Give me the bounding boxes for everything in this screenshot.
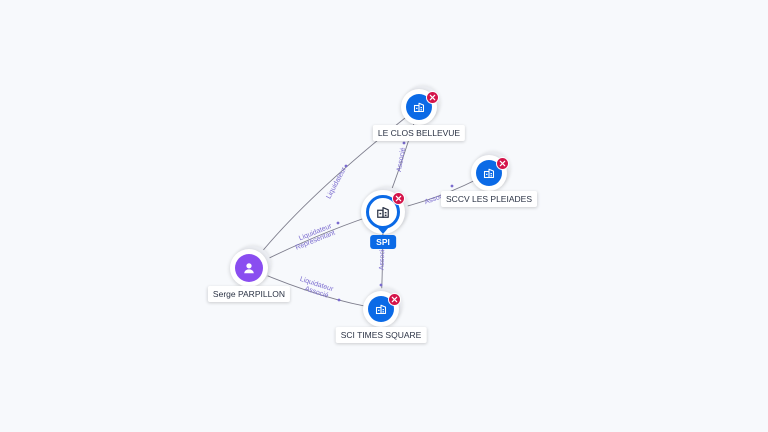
close-badge-icon [426, 91, 440, 104]
edge-arrow-marker [336, 221, 340, 225]
close-badge-icon [496, 157, 510, 170]
edge-arrow-marker [344, 164, 348, 168]
edge-label: Associé [396, 147, 407, 172]
edge-arrow-marker [402, 141, 406, 145]
node-label-spi[interactable]: SPI [370, 235, 396, 249]
edge-arrow-marker [379, 283, 383, 287]
node-label-serge-parpillon[interactable]: Serge PARPILLON [207, 286, 291, 302]
close-badge-icon [392, 192, 406, 205]
edge-arrow-marker [337, 298, 341, 302]
node-label-sccv-les-pleiades[interactable]: SCCV LES PLEIADES [441, 191, 537, 207]
person-icon [235, 254, 263, 282]
node-label-sci-times-square[interactable]: SCI TIMES SQUARE [335, 327, 427, 343]
close-badge-icon [388, 293, 402, 306]
node-label-le-clos-bellevue[interactable]: LE CLOS BELLEVUE [372, 125, 466, 141]
edge-arrow-marker [450, 184, 454, 188]
pin-tail [377, 227, 389, 234]
edge-label: Associé [379, 245, 387, 270]
